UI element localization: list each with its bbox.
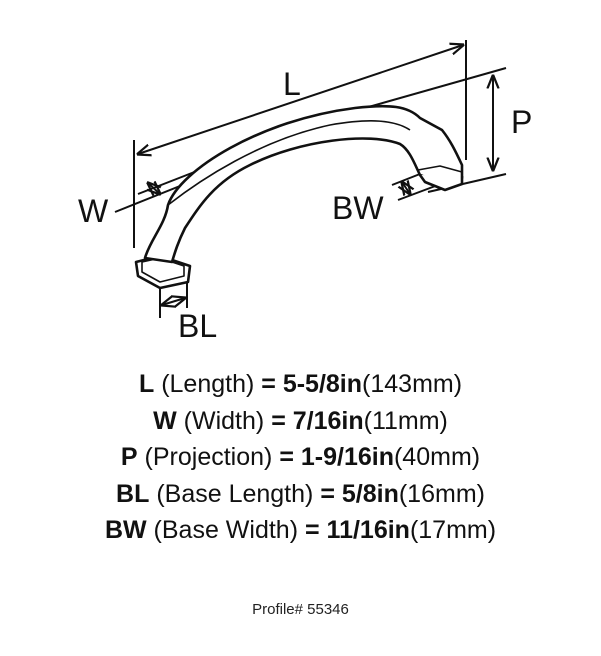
label-bl: BL bbox=[178, 308, 217, 344]
spec-width: W (Width) = 7/16in(11mm) bbox=[153, 406, 448, 435]
p-extension-top bbox=[364, 67, 507, 109]
bw-dimension-line bbox=[402, 182, 410, 194]
spec-base-length: BL (Base Length) = 5/8in(16mm) bbox=[116, 479, 485, 508]
cabinet-pull-handle bbox=[134, 104, 464, 290]
handle-dimension-drawing: L P W BW BL bbox=[78, 40, 532, 344]
spec-length: L (Length) = 5-5/8in(143mm) bbox=[138, 370, 463, 398]
label-w: W bbox=[78, 193, 109, 229]
label-l: L bbox=[283, 66, 301, 102]
label-p: P bbox=[511, 104, 532, 140]
w-dimension-line bbox=[148, 183, 160, 194]
dimension-specs: L (Length) = 5-5/8in(143mm) W (Width) = … bbox=[0, 366, 601, 549]
spec-projection: P (Projection) = 1-9/16in(40mm) bbox=[120, 443, 481, 471]
spec-base-width: BW (Base Width) = 11/16in(17mm) bbox=[104, 516, 497, 544]
label-bw: BW bbox=[332, 190, 384, 226]
profile-number: Profile# 55346 bbox=[252, 601, 349, 618]
bl-dimension-line bbox=[162, 298, 185, 305]
l-dimension-line bbox=[138, 45, 463, 154]
